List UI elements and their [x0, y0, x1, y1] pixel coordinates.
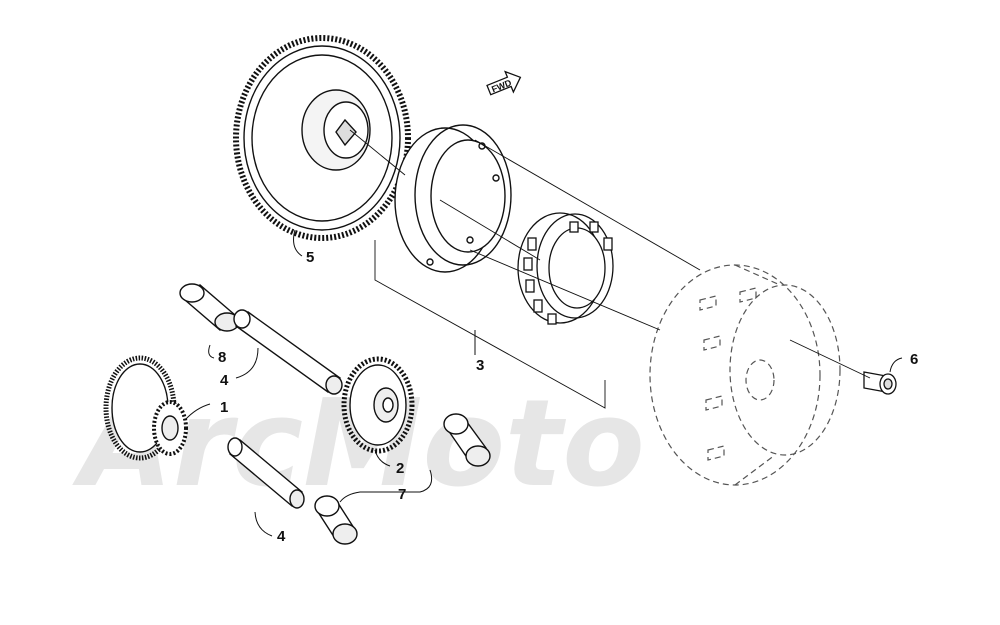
callout-2: 2 — [396, 460, 404, 477]
driven-gear — [233, 35, 411, 241]
callout-4-lower: 4 — [277, 528, 286, 545]
alignment-lines — [349, 129, 871, 409]
callout-5: 5 — [306, 249, 314, 266]
bushing-lower — [314, 495, 358, 545]
idler-gear — [341, 356, 415, 454]
bolt — [863, 371, 897, 395]
callout-8: 8 — [218, 349, 226, 366]
leader-lines — [184, 229, 903, 537]
starter-drive-gear — [103, 355, 188, 461]
flywheel-rotor — [649, 264, 841, 486]
callouts: 1 2 3 4 4 5 6 7 8 — [218, 249, 918, 545]
bushing-right — [443, 413, 491, 467]
bushing-upper — [179, 283, 240, 332]
fwd-label: FWD — [490, 77, 513, 94]
callout-3: 3 — [476, 357, 484, 374]
sprag-bearing — [517, 212, 614, 325]
shaft-lower — [227, 437, 305, 509]
fwd-arrow-icon: FWD — [486, 70, 522, 96]
callout-1: 1 — [220, 399, 228, 416]
callout-7: 7 — [398, 486, 406, 503]
callout-6: 6 — [910, 351, 918, 368]
callout-4-upper: 4 — [220, 372, 229, 389]
shaft-upper — [233, 309, 343, 395]
clutch-housing-ring — [394, 124, 512, 273]
